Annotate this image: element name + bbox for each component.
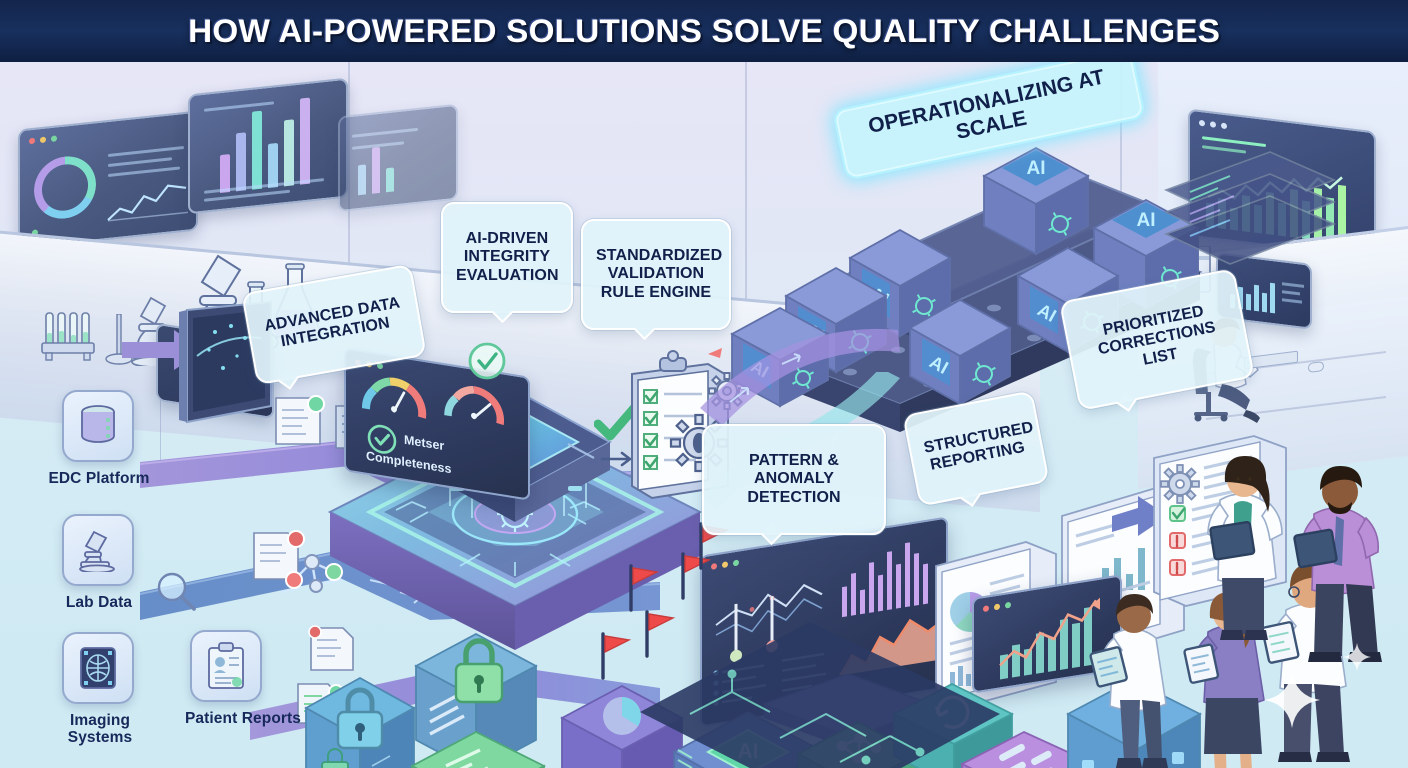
source-icon-lab[interactable] — [62, 514, 134, 586]
svg-text:AI: AI — [1027, 158, 1046, 179]
scene: EDC Platform Lab Data — [0, 62, 1408, 768]
padlock-icon — [336, 687, 384, 750]
title-bar: HOW AI-POWERED SOLUTIONS SOLVE QUALITY C… — [0, 0, 1408, 62]
source-label-imaging: Imaging Systems — [67, 712, 133, 747]
callout-label: PATTERN & ANOMALY DETECTION — [747, 452, 841, 506]
database-icon — [81, 405, 115, 443]
source-icon-patient[interactable] — [190, 630, 262, 702]
source-icon-imaging[interactable] — [62, 632, 134, 704]
donut-chart — [34, 153, 96, 222]
flow-document — [308, 625, 354, 671]
gauge-panel: Metser Completeness — [344, 347, 530, 501]
red-flag-icon — [681, 552, 712, 600]
monitor-donut — [18, 110, 198, 250]
molecule-icon — [285, 554, 343, 593]
scientist-white-coat-2 — [1192, 440, 1296, 644]
scientist-white-coat-1 — [1086, 572, 1182, 768]
page-title: HOW AI-POWERED SOLUTIONS SOLVE QUALITY C… — [187, 12, 1221, 49]
callout-label: AI-DRIVEN INTEGRITY EVALUATION — [456, 230, 559, 284]
callout-ai-driven-integrity-evaluation[interactable]: AI-DRIVEN INTEGRITY EVALUATION — [441, 202, 573, 324]
sparkle-icon — [1343, 643, 1371, 671]
check-icon — [594, 402, 641, 441]
circuit-floor — [640, 622, 1000, 768]
red-flag-icon — [645, 610, 676, 658]
callout-label: STRUCTURED REPORTING — [922, 419, 1035, 475]
red-flag-icon — [629, 564, 660, 612]
source-label-patient: Patient Reports — [184, 710, 302, 727]
flow-document — [253, 530, 305, 580]
source-label-edc: EDC Platform — [48, 470, 150, 487]
line-chart — [107, 184, 188, 222]
imaging-scan-icon — [80, 647, 116, 689]
monitor-misc — [338, 103, 458, 213]
cube-data-block — [410, 730, 546, 768]
callout-pattern-anomaly-detection[interactable]: PATTERN & ANOMALY DETECTION — [702, 424, 886, 546]
padlock-icon — [454, 638, 504, 704]
ai-cube: AI — [982, 146, 1090, 256]
source-icon-edc[interactable] — [62, 390, 134, 462]
red-flag-icon — [601, 632, 632, 680]
microscope-icon — [79, 530, 115, 572]
svg-text:AI: AI — [1137, 210, 1156, 231]
arrow-right-icon — [600, 451, 632, 467]
clipboard-person-icon — [208, 642, 244, 689]
test-tube-rack-icon — [41, 312, 95, 361]
callout-label: STANDARDIZED VALIDATION RULE ENGINE — [596, 247, 723, 301]
callout-label: PRIORITIZED CORRECTIONS LIST — [1096, 302, 1218, 369]
sparkle-icon — [1264, 672, 1320, 728]
source-label-lab: Lab Data — [65, 594, 133, 611]
check-circle-icon — [468, 342, 506, 380]
trend-tablet — [972, 574, 1122, 694]
manager-purple — [1290, 450, 1396, 670]
arrow-right-icon — [1112, 496, 1168, 536]
cube-pie-block — [560, 684, 684, 768]
cube-lock-1 — [304, 676, 416, 768]
ai-cube: AI — [908, 298, 1012, 406]
callout-standardized-validation-rule-engine[interactable]: STANDARDIZED VALIDATION RULE ENGINE — [581, 219, 731, 341]
callout-label: ADVANCED DATA INTEGRATION — [263, 294, 402, 351]
flow-document — [275, 395, 325, 445]
hub-to-conveyor-flow — [700, 328, 900, 426]
monitor-bars — [188, 77, 348, 215]
server-rack — [1163, 151, 1337, 265]
wall-seam — [745, 62, 747, 352]
magnifier-icon — [157, 572, 196, 611]
